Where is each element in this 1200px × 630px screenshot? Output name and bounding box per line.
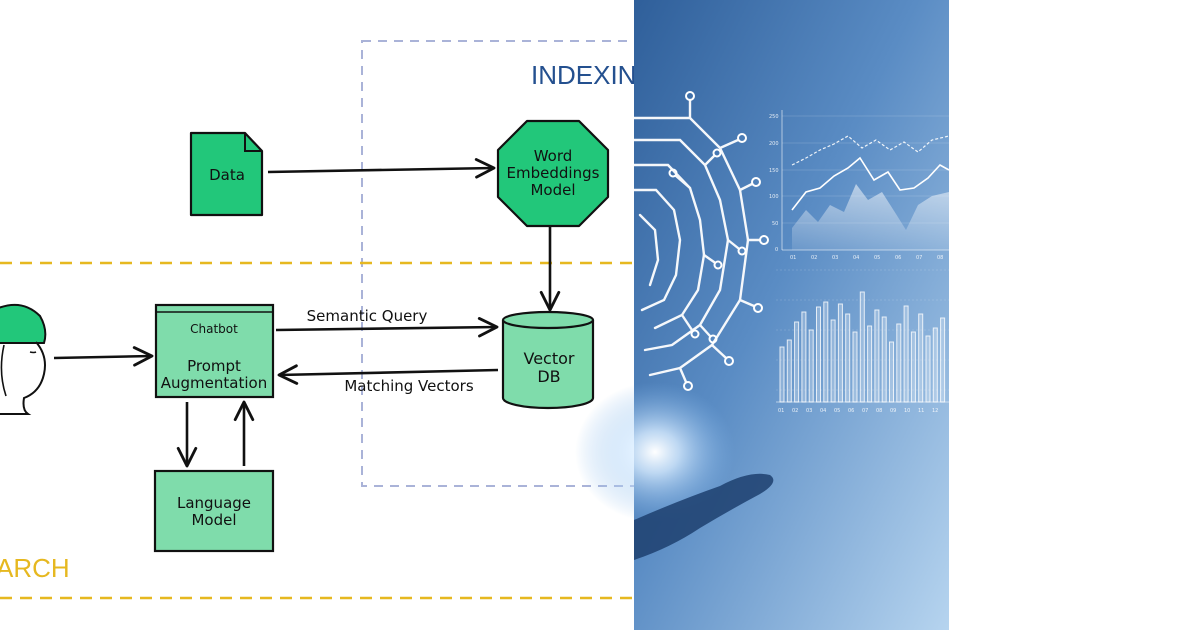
language-model-node: Language Model	[153, 469, 275, 553]
light-glow	[575, 382, 735, 522]
line-chart-x-tick-0: 01	[790, 255, 796, 261]
photo-bar	[845, 313, 851, 403]
bar-chart-x-tick-3: 04	[820, 408, 826, 414]
chatbot-header: Chatbot	[190, 322, 238, 336]
indexing-title: INDEXIN	[531, 60, 636, 90]
line-chart-y-tick-2: 150	[769, 168, 779, 174]
search-title: ARCH	[0, 553, 70, 583]
photo-bar	[918, 313, 924, 403]
photo-bar	[830, 319, 836, 403]
line-chart-x-tick-6: 07	[916, 255, 922, 261]
vector-db-node: Vector DB	[501, 310, 595, 410]
photo-bar	[859, 291, 865, 403]
bar-chart-x-tick-8: 09	[890, 408, 896, 414]
photo-bar	[889, 341, 894, 403]
arrow-user-to-chatbot	[53, 346, 154, 367]
line-chart-x-tick-7: 08	[937, 255, 943, 261]
photo-bar-chart: 01 02 03 04 05 06 07 08 09 10 11 12	[776, 269, 949, 414]
embeddings-label-line2: Embeddings	[507, 164, 600, 182]
bar-chart-x-tick-4: 05	[834, 408, 840, 414]
line-chart-x-tick-2: 03	[832, 255, 838, 261]
matching-vectors-label: Matching Vectors	[344, 377, 474, 395]
arrow-matching-vectors	[277, 364, 499, 385]
rag-diagram: INDEXIN ARCH Data Word Embeddings Model …	[0, 40, 663, 600]
circuit-brain-icon	[632, 98, 762, 384]
prompt-label-line2: Augmentation	[161, 374, 267, 392]
photo-bar	[932, 327, 938, 403]
line-chart-y-tick-4: 50	[772, 221, 778, 227]
bar-chart-x-tick-9: 10	[904, 408, 910, 414]
bar-chart-x-tick-1: 02	[792, 408, 798, 414]
embeddings-label-line1: Word	[534, 147, 573, 165]
ai-photo-panel: 250 200 150 100 50 0 01 02 03 04 05 06 0…	[575, 0, 950, 630]
photo-bar	[837, 303, 843, 403]
photo-bar	[896, 323, 902, 403]
line-chart-y-tick-5: 0	[775, 247, 778, 253]
photo-bar	[779, 346, 785, 403]
photo-bar	[867, 325, 873, 403]
semantic-query-label: Semantic Query	[307, 307, 428, 325]
data-node: Data	[189, 131, 264, 217]
line-chart-y-tick-0: 250	[769, 114, 779, 120]
photo-bar	[910, 331, 916, 403]
vector-db-label-line2: DB	[537, 367, 560, 386]
bar-chart-x-tick-11: 12	[932, 408, 938, 414]
language-model-label-line1: Language	[177, 494, 251, 512]
photo-bar	[940, 317, 946, 403]
photo-bar	[852, 331, 858, 403]
bar-chart-x-tick-10: 11	[918, 408, 924, 414]
bar-chart-x-tick-0: 01	[778, 408, 784, 414]
photo-bar	[794, 321, 800, 403]
line-chart-y-tick-3: 100	[769, 194, 779, 200]
bar-chart-x-tick-6: 07	[862, 408, 868, 414]
line-chart-y-tick-1: 200	[769, 141, 779, 147]
user-icon	[0, 303, 47, 415]
photo-bar	[786, 339, 792, 403]
photo-bar	[816, 306, 821, 403]
line-chart-x-tick-4: 05	[874, 255, 880, 261]
photo-bar	[874, 309, 880, 403]
data-node-label: Data	[209, 166, 245, 184]
photo-bar	[925, 335, 931, 403]
photo-bar	[808, 329, 814, 403]
embeddings-label-line3: Model	[530, 181, 575, 199]
line-chart-x-tick-3: 04	[853, 255, 859, 261]
photo-bar	[903, 305, 909, 403]
line-chart-x-tick-1: 02	[811, 255, 817, 261]
language-model-label-line2: Model	[191, 511, 236, 529]
line-chart-x-tick-5: 06	[895, 255, 901, 261]
embeddings-model-node: Word Embeddings Model	[496, 119, 610, 228]
prompt-label-line1: Prompt	[187, 357, 241, 375]
photo-line-chart: 250 200 150 100 50 0 01 02 03 04 05 06 0…	[769, 110, 950, 261]
arrow-semantic-query	[275, 317, 499, 338]
photo-bar	[881, 316, 887, 403]
open-hand	[634, 473, 774, 560]
arrow-data-to-embeddings	[267, 158, 496, 179]
photo-bar	[801, 311, 807, 403]
prompt-augmentation-node: Chatbot Prompt Augmentation	[154, 303, 275, 399]
bar-chart-x-tick-5: 06	[848, 408, 854, 414]
bar-chart-x-tick-7: 08	[876, 408, 882, 414]
vector-db-label-line1: Vector	[524, 349, 575, 368]
bar-chart-x-tick-2: 03	[806, 408, 812, 414]
photo-bar	[823, 301, 829, 403]
